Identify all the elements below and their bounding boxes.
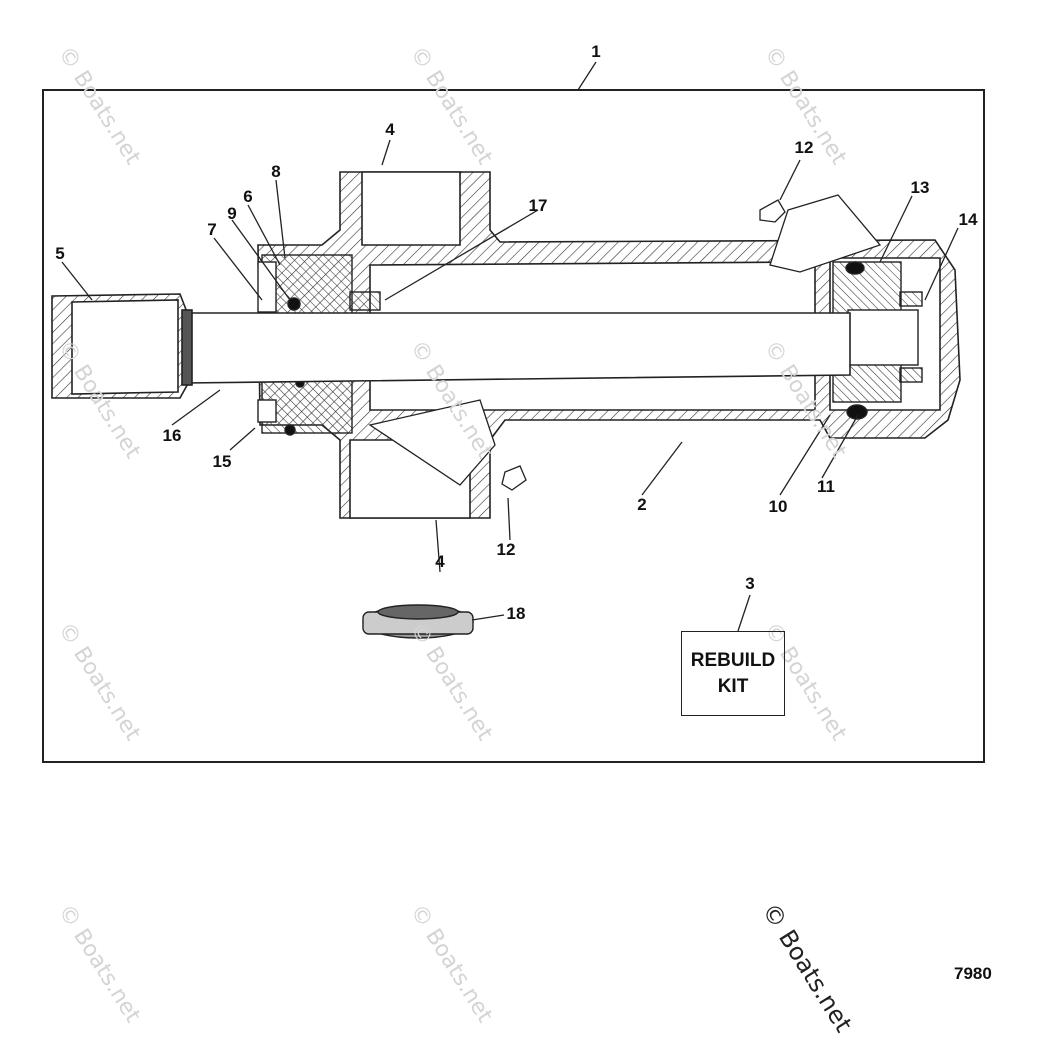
callout-11: 11 [817,477,835,496]
piston-assembly [832,261,923,420]
diagram-frame [42,89,985,763]
callout-18: 18 [506,604,526,623]
callout-8: 8 [271,162,281,181]
callout-10: 10 [768,497,788,516]
port-fitting-lower [368,399,527,491]
rebuild-kit-box: REBUILD KIT [681,631,785,716]
callout-4-bottom: 4 [435,552,445,571]
callout-9: 9 [227,204,237,223]
rebuild-kit-line2: KIT [717,675,749,697]
callout-12-top: 12 [794,138,814,157]
callout-12-bottom: 12 [496,540,516,559]
callout-5: 5 [55,244,65,263]
callout-15: 15 [212,452,232,471]
callout-16: 16 [162,426,182,445]
seal-ring [362,604,474,639]
callout-6: 6 [243,187,253,206]
callout-1: 1 [591,42,601,61]
figure-number: 7980 [954,964,992,983]
port-fitting-upper [759,194,882,273]
piston-rod [184,312,851,384]
rod-end [51,293,193,399]
callout-17: 17 [528,196,548,215]
callout-3: 3 [745,574,755,593]
callout-7: 7 [207,220,217,239]
callout-14: 14 [958,210,978,229]
callout-2: 2 [637,495,647,514]
gland-assembly [257,254,381,436]
callout-13: 13 [910,178,930,197]
callout-4-top: 4 [385,120,395,139]
leader-lines [61,61,959,632]
rebuild-kit-line1: REBUILD [690,649,776,671]
